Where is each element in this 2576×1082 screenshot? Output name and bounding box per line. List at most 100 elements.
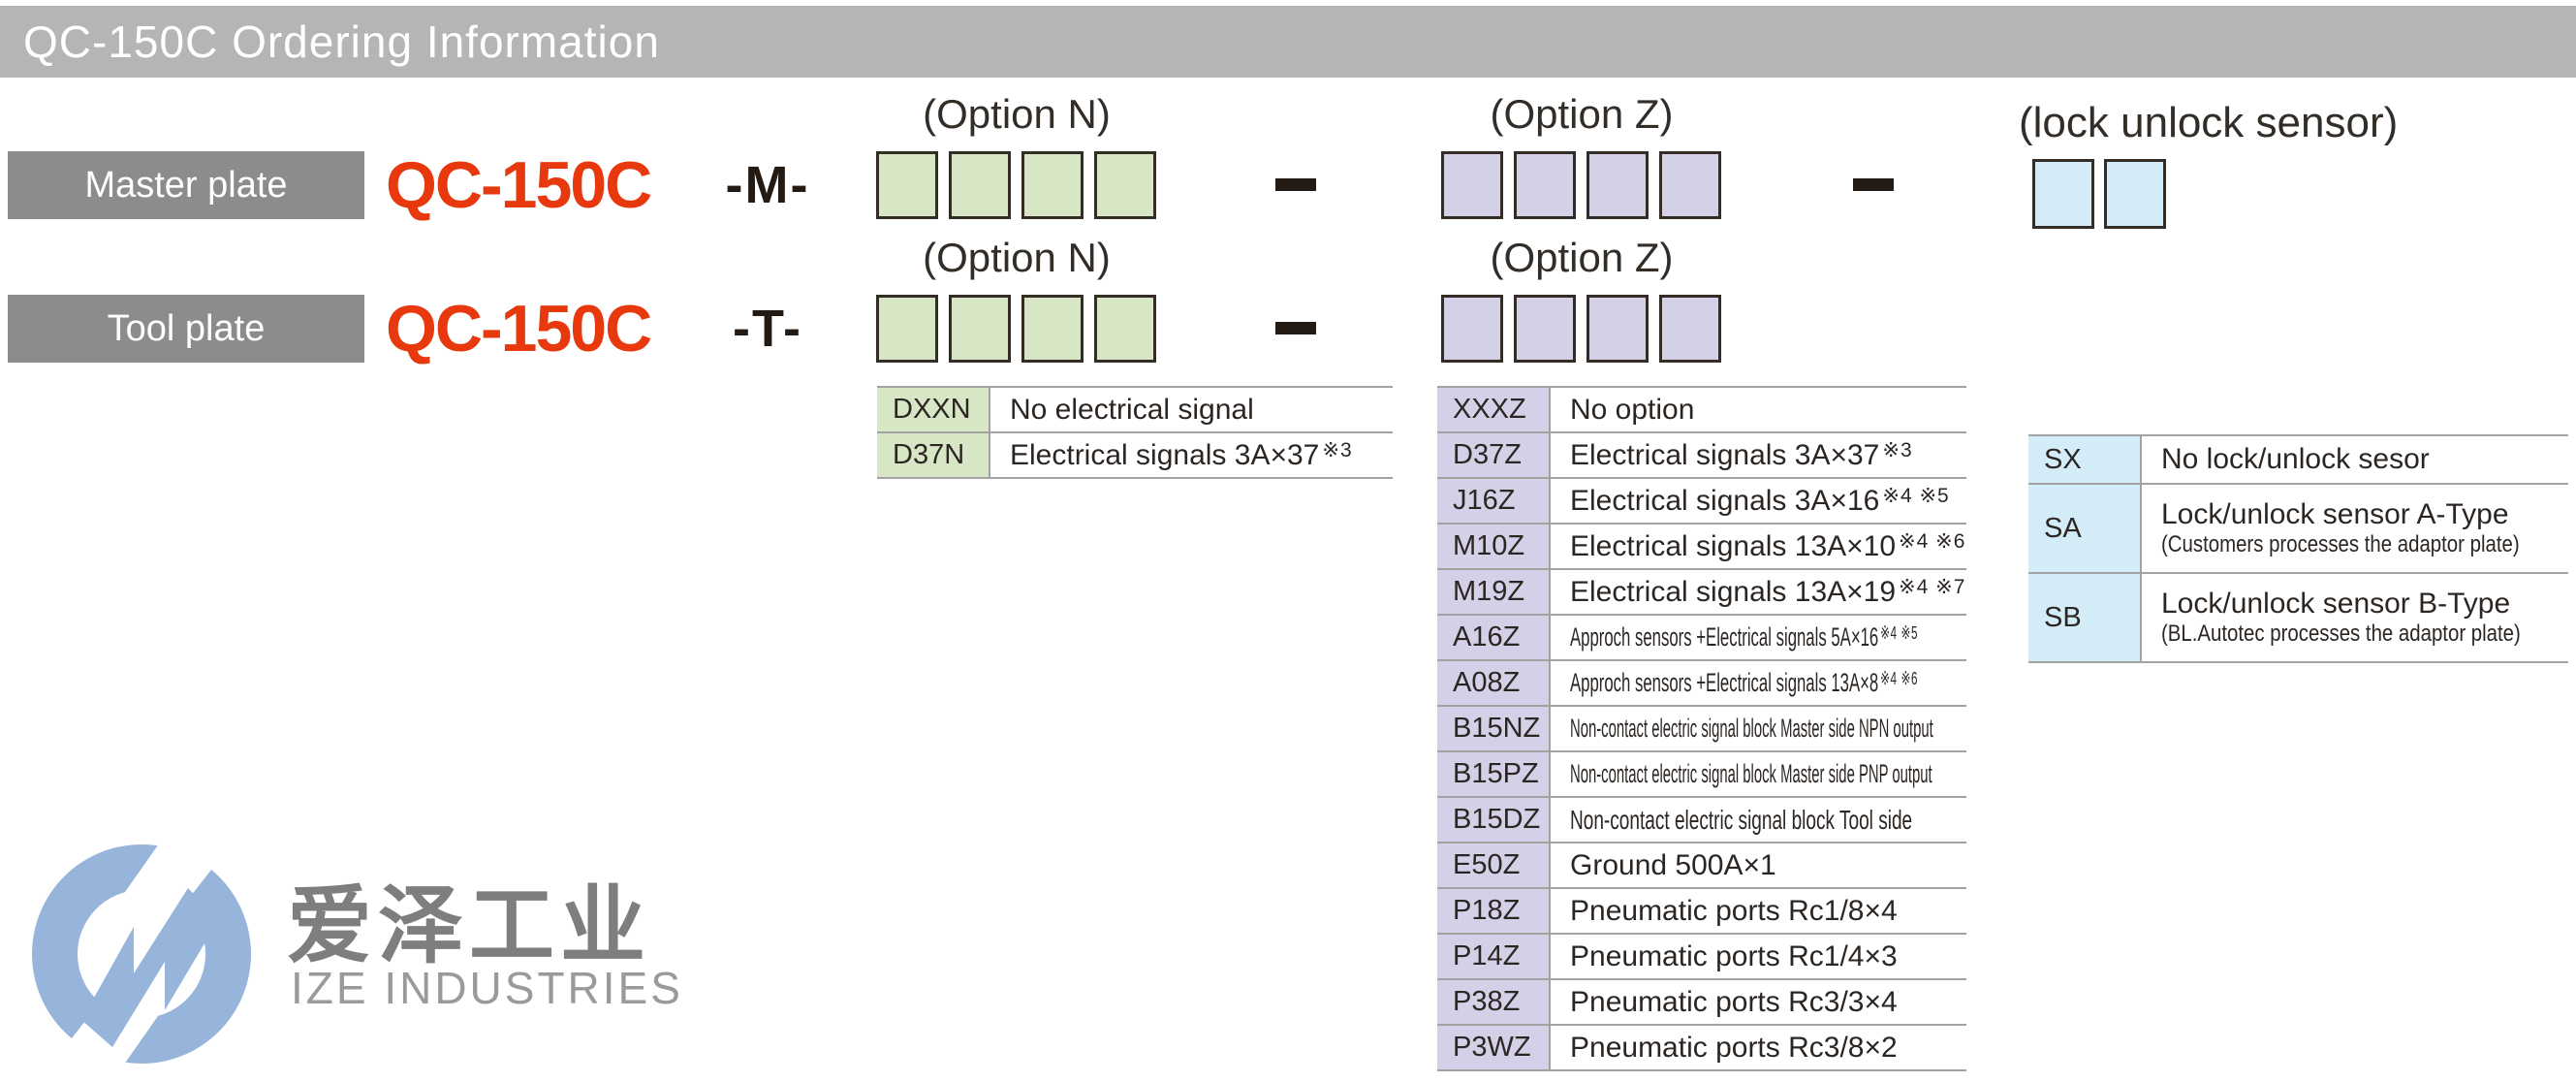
option-desc-cell: Approch sensors +Electrical signals 5A×1… bbox=[1570, 622, 1919, 652]
option-desc-note: (Customers processes the adaptor plate) bbox=[2161, 531, 2520, 558]
logo-circle-icon bbox=[32, 830, 251, 1078]
option-code-cell: B15DZ bbox=[1437, 798, 1551, 842]
dash-separator bbox=[1275, 178, 1316, 191]
table-row: XXXZ No option bbox=[1437, 388, 1966, 433]
option-code-cell: SA bbox=[2028, 485, 2142, 572]
option-code-cell: A16Z bbox=[1437, 616, 1551, 659]
option-desc-cell: Electrical signals 3A×16※4 ※5 bbox=[1570, 484, 1950, 517]
option-code-cell: P38Z bbox=[1437, 980, 1551, 1024]
option-n-digit-box bbox=[949, 151, 1011, 219]
option-desc-cell: Electrical signals 13A×10※4 ※6 bbox=[1570, 529, 1966, 562]
option-code-cell: SX bbox=[2028, 436, 2142, 483]
option-desc-cell: Ground 500A×1 bbox=[1570, 848, 1776, 881]
option-code-cell: M10Z bbox=[1437, 525, 1551, 568]
table-row: A08Z Approch sensors +Electrical signals … bbox=[1437, 661, 1966, 707]
option-code-cell: D37N bbox=[877, 433, 990, 477]
suffix-master: -M- bbox=[725, 156, 810, 214]
table-row: B15NZ Non-contact electric signal block M… bbox=[1437, 707, 1966, 752]
option-desc-cell: Pneumatic ports Rc1/4×3 bbox=[1570, 939, 1898, 972]
footnote-marker: ※4 ※6 bbox=[1880, 668, 1919, 689]
option-z-digit-box bbox=[1441, 295, 1503, 363]
option-desc-cell: Non-contact electric signal block Master… bbox=[1570, 759, 1932, 788]
table-row: SX No lock/unlock sesor bbox=[2028, 436, 2568, 485]
option-n-digit-box bbox=[1094, 295, 1156, 363]
option-n-digit-box bbox=[1021, 151, 1084, 219]
option-desc-cell: Lock/unlock sensor A-Type(Customers proc… bbox=[2142, 485, 2576, 572]
option-code-cell: E50Z bbox=[1437, 843, 1551, 887]
table-row: P14Z Pneumatic ports Rc1/4×3 bbox=[1437, 935, 1966, 980]
option-n-digit-box bbox=[1021, 295, 1084, 363]
option-code-cell: B15NZ bbox=[1437, 707, 1551, 750]
option-code-cell: B15PZ bbox=[1437, 752, 1551, 796]
option-desc-cell: Pneumatic ports Rc3/8×2 bbox=[1570, 1031, 1898, 1064]
table-row: E50Z Ground 500A×1 bbox=[1437, 843, 1966, 889]
dash-separator bbox=[1853, 178, 1894, 191]
option-desc-cell: Non-contact electric signal block Master… bbox=[1570, 714, 1933, 743]
table-row: A16Z Approch sensors +Electrical signals … bbox=[1437, 616, 1966, 661]
option-code-cell: P14Z bbox=[1437, 935, 1551, 978]
table-row: B15PZ Non-contact electric signal block M… bbox=[1437, 752, 1966, 798]
option-z-digit-box bbox=[1586, 151, 1649, 219]
option-desc-cell: Lock/unlock sensor B-Type(BL.Autotec pro… bbox=[2142, 574, 2576, 661]
model-code-tool: QC-150C bbox=[386, 292, 652, 366]
footnote-marker: ※3 bbox=[1322, 439, 1353, 462]
option-n-header-tool: (Option N) bbox=[923, 235, 1111, 280]
lock-sensor-digit-box bbox=[2032, 159, 2094, 229]
option-z-digit-box bbox=[1586, 295, 1649, 363]
option-code-cell: SB bbox=[2028, 574, 2142, 661]
option-desc-cell: Electrical signals 3A×37※3 bbox=[1570, 438, 1913, 471]
logo-latin-text: IZE INDUSTRIES bbox=[291, 963, 683, 1013]
option-desc-cell: Approch sensors +Electrical signals 13A×… bbox=[1570, 668, 1919, 698]
option-n-header-master: (Option N) bbox=[923, 91, 1111, 137]
option-z-header-master: (Option Z) bbox=[1490, 91, 1674, 137]
footnote-marker: ※4 ※7 bbox=[1899, 576, 1966, 599]
option-desc-note: (BL.Autotec processes the adaptor plate) bbox=[2161, 621, 2521, 648]
option-desc-cell: Pneumatic ports Rc3/3×4 bbox=[1570, 985, 1898, 1018]
option-desc-cell: Electrical signals 3A×37※3 bbox=[1010, 438, 1353, 471]
table-row: B15DZ Non-contact electric signal block T… bbox=[1437, 798, 1966, 843]
option-desc-cell: No option bbox=[1570, 393, 1695, 426]
master-plate-label: Master plate bbox=[8, 151, 364, 219]
dash-separator bbox=[1275, 322, 1316, 334]
table-row: P38Z Pneumatic ports Rc3/3×4 bbox=[1437, 980, 1966, 1026]
option-desc-cell: No lock/unlock sesor bbox=[2161, 442, 2430, 475]
option-n-digit-box bbox=[1094, 151, 1156, 219]
option-code-cell: DXXN bbox=[877, 388, 990, 431]
table-row: D37N Electrical signals 3A×37※3 bbox=[877, 433, 1393, 479]
option-desc-cell: Non-contact electric signal block Tool s… bbox=[1570, 804, 1913, 835]
option-z-digit-box bbox=[1441, 151, 1503, 219]
option-code-cell: P18Z bbox=[1437, 889, 1551, 933]
option-code-cell: J16Z bbox=[1437, 479, 1551, 523]
option-z-digit-box bbox=[1514, 295, 1576, 363]
option-z-header-tool: (Option Z) bbox=[1490, 235, 1674, 280]
table-row: P3WZ Pneumatic ports Rc3/8×2 bbox=[1437, 1026, 1966, 1071]
logo-cjk-text: 爱泽工业 bbox=[287, 877, 652, 973]
lock-sensor-digit-box bbox=[2104, 159, 2166, 229]
table-row: M10Z Electrical signals 13A×10※4 ※6 bbox=[1437, 525, 1966, 570]
ize-logo-mark bbox=[25, 830, 258, 1078]
option-n-digit-box bbox=[876, 295, 938, 363]
option-code-cell: P3WZ bbox=[1437, 1026, 1551, 1069]
footnote-marker: ※3 bbox=[1882, 439, 1913, 462]
option-z-digit-box bbox=[1659, 295, 1721, 363]
option-z-digit-box bbox=[1514, 151, 1576, 219]
option-desc-cell: No electrical signal bbox=[1010, 393, 1254, 426]
footnote-marker: ※4 ※5 bbox=[1882, 485, 1950, 508]
option-z-digit-box bbox=[1659, 151, 1721, 219]
table-row: P18Z Pneumatic ports Rc1/8×4 bbox=[1437, 889, 1966, 935]
option-code-cell: M19Z bbox=[1437, 570, 1551, 614]
table-row: J16Z Electrical signals 3A×16※4 ※5 bbox=[1437, 479, 1966, 525]
option-code-cell: XXXZ bbox=[1437, 388, 1551, 431]
table-row: D37Z Electrical signals 3A×37※3 bbox=[1437, 433, 1966, 479]
option-code-cell: D37Z bbox=[1437, 433, 1551, 477]
table-row: DXXN No electrical signal bbox=[877, 388, 1393, 433]
option-desc-cell: Pneumatic ports Rc1/8×4 bbox=[1570, 894, 1898, 927]
option-code-cell: A08Z bbox=[1437, 661, 1551, 705]
model-code-master: QC-150C bbox=[386, 148, 652, 222]
